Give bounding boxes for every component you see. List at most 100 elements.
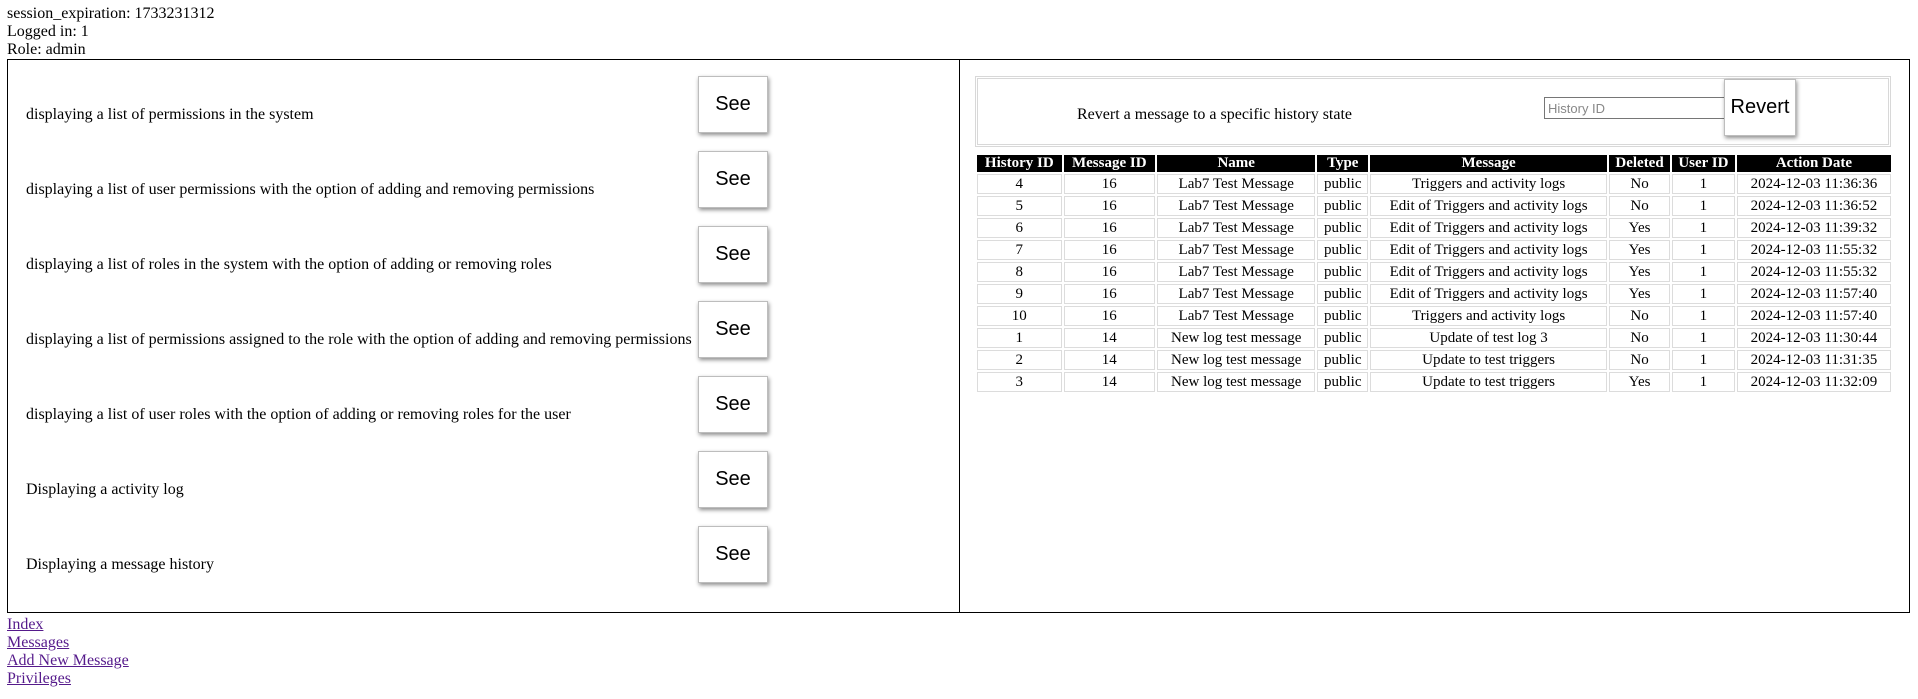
- message-cell: Edit of Triggers and activity logs: [1370, 196, 1608, 216]
- deleted-cell: No: [1609, 174, 1670, 194]
- see-activity-log-button[interactable]: See: [698, 451, 768, 508]
- menu-item-label: displaying a list of user roles with the…: [26, 406, 571, 423]
- type-cell: public: [1317, 306, 1369, 326]
- deleted-cell: Yes: [1609, 262, 1670, 282]
- user-id-cell: 1: [1671, 240, 1735, 260]
- session-info: session_expiration: 1733231312 Logged in…: [7, 5, 215, 59]
- deleted-cell: Yes: [1609, 284, 1670, 304]
- index-link[interactable]: Index: [7, 616, 44, 633]
- user-role: Role: admin: [7, 41, 86, 58]
- see-user-permissions-button[interactable]: See: [698, 151, 768, 208]
- name-cell: New log test message: [1156, 372, 1316, 392]
- revert-description: Revert a message to a specific history s…: [1077, 106, 1353, 123]
- message-id-cell: 16: [1063, 284, 1155, 304]
- type-cell: public: [1317, 196, 1369, 216]
- user-id-cell: 1: [1671, 196, 1735, 216]
- logged-in-status: Logged in: 1: [7, 23, 89, 40]
- table-header-row: History ID Message ID Name Type Message …: [977, 155, 1891, 172]
- message-id-cell: 16: [1063, 218, 1155, 238]
- see-user-roles-button[interactable]: See: [698, 376, 768, 433]
- name-cell: Lab7 Test Message: [1156, 262, 1316, 282]
- user-id-cell: 1: [1671, 218, 1735, 238]
- message-id-cell: 16: [1063, 306, 1155, 326]
- column-header-message-id: Message ID: [1063, 155, 1155, 172]
- user-id-cell: 1: [1671, 306, 1735, 326]
- type-cell: public: [1317, 372, 1369, 392]
- type-cell: public: [1317, 350, 1369, 370]
- deleted-cell: Yes: [1609, 218, 1670, 238]
- type-cell: public: [1317, 174, 1369, 194]
- action-date-cell: 2024-12-03 11:55:32: [1736, 262, 1891, 282]
- messages-link[interactable]: Messages: [7, 634, 70, 651]
- deleted-cell: No: [1609, 306, 1670, 326]
- message-id-cell: 16: [1063, 262, 1155, 282]
- message-cell: Edit of Triggers and activity logs: [1370, 262, 1608, 282]
- message-id-cell: 14: [1063, 328, 1155, 348]
- add-new-message-link[interactable]: Add New Message: [7, 652, 129, 669]
- message-cell: Triggers and activity logs: [1370, 306, 1608, 326]
- history-id-cell: 10: [977, 306, 1062, 326]
- history-id-cell: 4: [977, 174, 1062, 194]
- type-cell: public: [1317, 328, 1369, 348]
- message-cell: Triggers and activity logs: [1370, 174, 1608, 194]
- name-cell: Lab7 Test Message: [1156, 218, 1316, 238]
- history-table: History ID Message ID Name Type Message …: [975, 153, 1893, 394]
- action-date-cell: 2024-12-03 11:39:32: [1736, 218, 1891, 238]
- message-cell: Edit of Triggers and activity logs: [1370, 218, 1608, 238]
- see-role-permissions-button[interactable]: See: [698, 301, 768, 358]
- type-cell: public: [1317, 218, 1369, 238]
- user-id-cell: 1: [1671, 372, 1735, 392]
- menu-item-label: displaying a list of permissions assigne…: [26, 331, 692, 348]
- see-permissions-button[interactable]: See: [698, 76, 768, 133]
- see-roles-button[interactable]: See: [698, 226, 768, 283]
- type-cell: public: [1317, 262, 1369, 282]
- column-header-deleted: Deleted: [1609, 155, 1670, 172]
- menu-item-label: Displaying a activity log: [26, 481, 184, 498]
- history-id-cell: 9: [977, 284, 1062, 304]
- name-cell: Lab7 Test Message: [1156, 174, 1316, 194]
- deleted-cell: No: [1609, 328, 1670, 348]
- user-id-cell: 1: [1671, 262, 1735, 282]
- column-header-type: Type: [1317, 155, 1369, 172]
- revert-form: Revert a message to a specific history s…: [975, 76, 1891, 147]
- deleted-cell: Yes: [1609, 372, 1670, 392]
- message-cell: Update of test log 3: [1370, 328, 1608, 348]
- privileges-link[interactable]: Privileges: [7, 670, 71, 687]
- name-cell: Lab7 Test Message: [1156, 240, 1316, 260]
- history-id-input[interactable]: [1544, 97, 1727, 119]
- message-id-cell: 14: [1063, 350, 1155, 370]
- deleted-cell: Yes: [1609, 240, 1670, 260]
- revert-button[interactable]: Revert: [1724, 79, 1796, 136]
- action-date-cell: 2024-12-03 11:57:40: [1736, 306, 1891, 326]
- history-id-cell: 2: [977, 350, 1062, 370]
- type-cell: public: [1317, 240, 1369, 260]
- action-date-cell: 2024-12-03 11:55:32: [1736, 240, 1891, 260]
- menu-item-label: displaying a list of permissions in the …: [26, 106, 314, 123]
- history-id-cell: 8: [977, 262, 1062, 282]
- name-cell: Lab7 Test Message: [1156, 306, 1316, 326]
- user-id-cell: 1: [1671, 328, 1735, 348]
- menu-item-label: displaying a list of user permissions wi…: [26, 181, 595, 198]
- message-cell: Update to test triggers: [1370, 372, 1608, 392]
- deleted-cell: No: [1609, 196, 1670, 216]
- history-id-cell: 1: [977, 328, 1062, 348]
- name-cell: New log test message: [1156, 350, 1316, 370]
- main-panel: displaying a list of permissions in the …: [7, 59, 1910, 613]
- user-id-cell: 1: [1671, 174, 1735, 194]
- menu-panel: displaying a list of permissions in the …: [8, 60, 960, 612]
- menu-item-label: displaying a list of roles in the system…: [26, 256, 552, 273]
- deleted-cell: No: [1609, 350, 1670, 370]
- message-id-cell: 14: [1063, 372, 1155, 392]
- action-date-cell: 2024-12-03 11:36:36: [1736, 174, 1891, 194]
- history-id-cell: 3: [977, 372, 1062, 392]
- name-cell: New log test message: [1156, 328, 1316, 348]
- see-message-history-button[interactable]: See: [698, 526, 768, 583]
- history-id-cell: 5: [977, 196, 1062, 216]
- nav-links: Index Messages Add New Message Privilege…: [7, 616, 129, 688]
- action-date-cell: 2024-12-03 11:30:44: [1736, 328, 1891, 348]
